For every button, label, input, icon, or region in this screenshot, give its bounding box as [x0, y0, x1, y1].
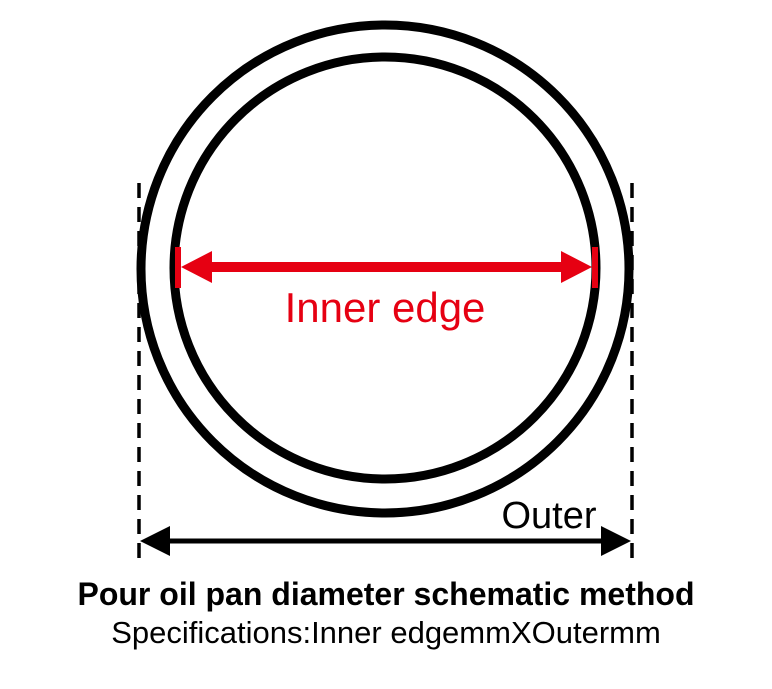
outer-dimension-arrow — [140, 526, 631, 556]
inner-dimension-arrow — [175, 247, 598, 288]
outer-dimension-left-arrowhead — [140, 526, 170, 556]
diagram-title: Pour oil pan diameter schematic method — [77, 576, 694, 612]
diagram-specifications: Specifications:Inner edgemmXOutermm — [111, 615, 661, 650]
outer-label: Outer — [501, 495, 596, 537]
outer-dimension-right-arrowhead — [601, 526, 631, 556]
inner-dimension-left-arrowhead — [181, 251, 212, 283]
inner-dimension-right-arrowhead — [561, 251, 592, 283]
outer-circle — [136, 20, 634, 518]
inner-edge-label: Inner edge — [285, 284, 486, 331]
